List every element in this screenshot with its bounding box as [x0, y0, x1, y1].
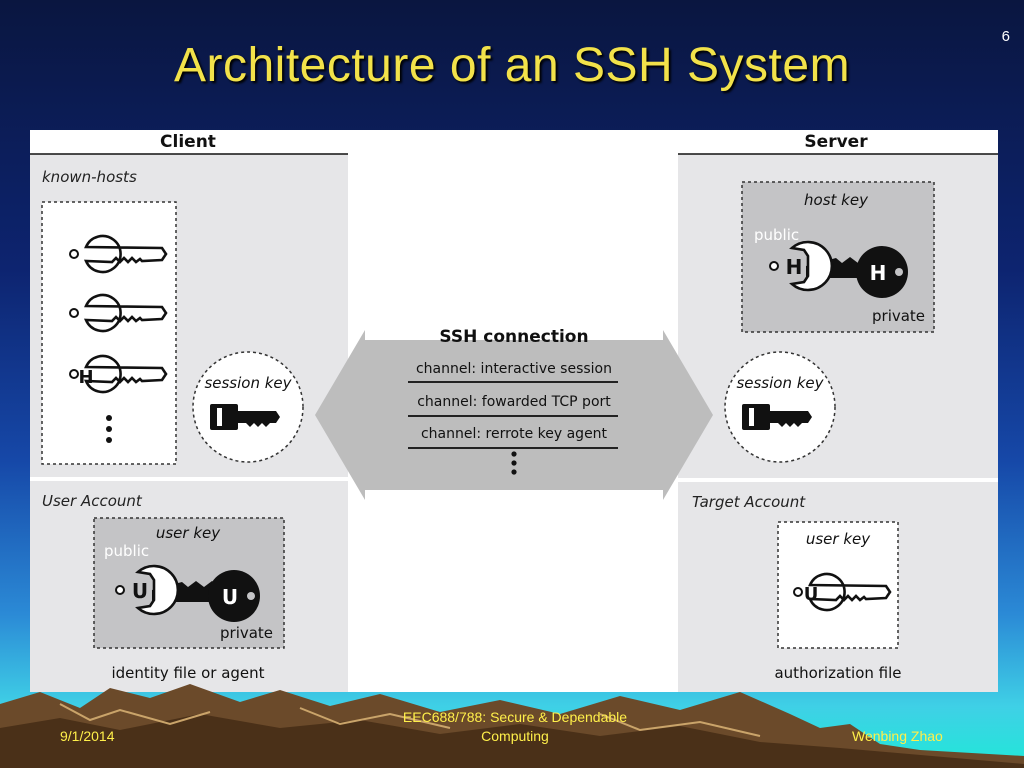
footer-author: Wenbing Zhao	[852, 728, 943, 744]
identity-file-label: identity file or agent	[111, 664, 264, 682]
server-session-key-circle	[724, 351, 836, 463]
slide-title: Architecture of an SSH System	[173, 39, 851, 92]
server-session-key-icon	[742, 404, 812, 430]
user-key-private-letter: U	[222, 585, 238, 609]
host-key-private-letter: H	[870, 261, 887, 285]
ssh-architecture-diagram: Client Server known-hosts User Account T…	[30, 132, 998, 692]
user-key-pair-icon: U U	[115, 564, 260, 622]
user-account-label: User Account	[42, 492, 143, 510]
footer-date: 9/1/2014	[60, 728, 115, 744]
known-hosts-label: known-hosts	[42, 168, 137, 186]
client-header: Client	[160, 132, 216, 152]
user-key-public-letter: U	[132, 579, 148, 603]
known-host-key-letter: H	[78, 367, 93, 388]
target-account-label: Target Account	[692, 493, 806, 511]
channel-label: channel: interactive session	[416, 361, 612, 377]
host-key-pair-icon: H H	[769, 240, 908, 298]
host-key-public-letter: H	[786, 255, 803, 279]
more-channels-dots	[511, 451, 517, 475]
user-key-private-label: private	[220, 624, 273, 642]
ssh-architecture-figure: Client Server known-hosts User Account T…	[30, 130, 998, 692]
host-key-public-label: public	[754, 226, 799, 244]
channel-label: channel: rerrote key agent	[421, 426, 608, 442]
host-key-private-label: private	[872, 307, 925, 325]
authorized-user-key-label: user key	[806, 530, 871, 548]
user-key-label: user key	[156, 524, 221, 542]
channel-label: channel: fowarded TCP port	[417, 394, 611, 410]
footer-course-line: EEC688/788: Secure & Dependable	[402, 709, 628, 725]
client-session-key-icon	[210, 404, 280, 430]
authorized-user-key-letter: U	[804, 584, 819, 605]
server-session-key-label: session key	[736, 374, 824, 392]
ssh-connection-label: SSH connection	[439, 327, 588, 347]
more-hosts-dots	[106, 415, 112, 443]
client-session-key-label: session key	[204, 374, 292, 392]
authorization-file-label: authorization file	[774, 664, 901, 682]
host-key-label: host key	[804, 191, 869, 209]
client-session-key-circle	[192, 351, 304, 463]
user-key-public-label: public	[104, 542, 149, 560]
footer-course-line: Computing	[481, 728, 549, 744]
footer-course: EEC688/788: Secure & Dependable Computin…	[360, 708, 670, 746]
slide-number: 6	[1001, 28, 1010, 45]
footer-mountains	[0, 684, 1024, 768]
server-header: Server	[804, 132, 868, 152]
